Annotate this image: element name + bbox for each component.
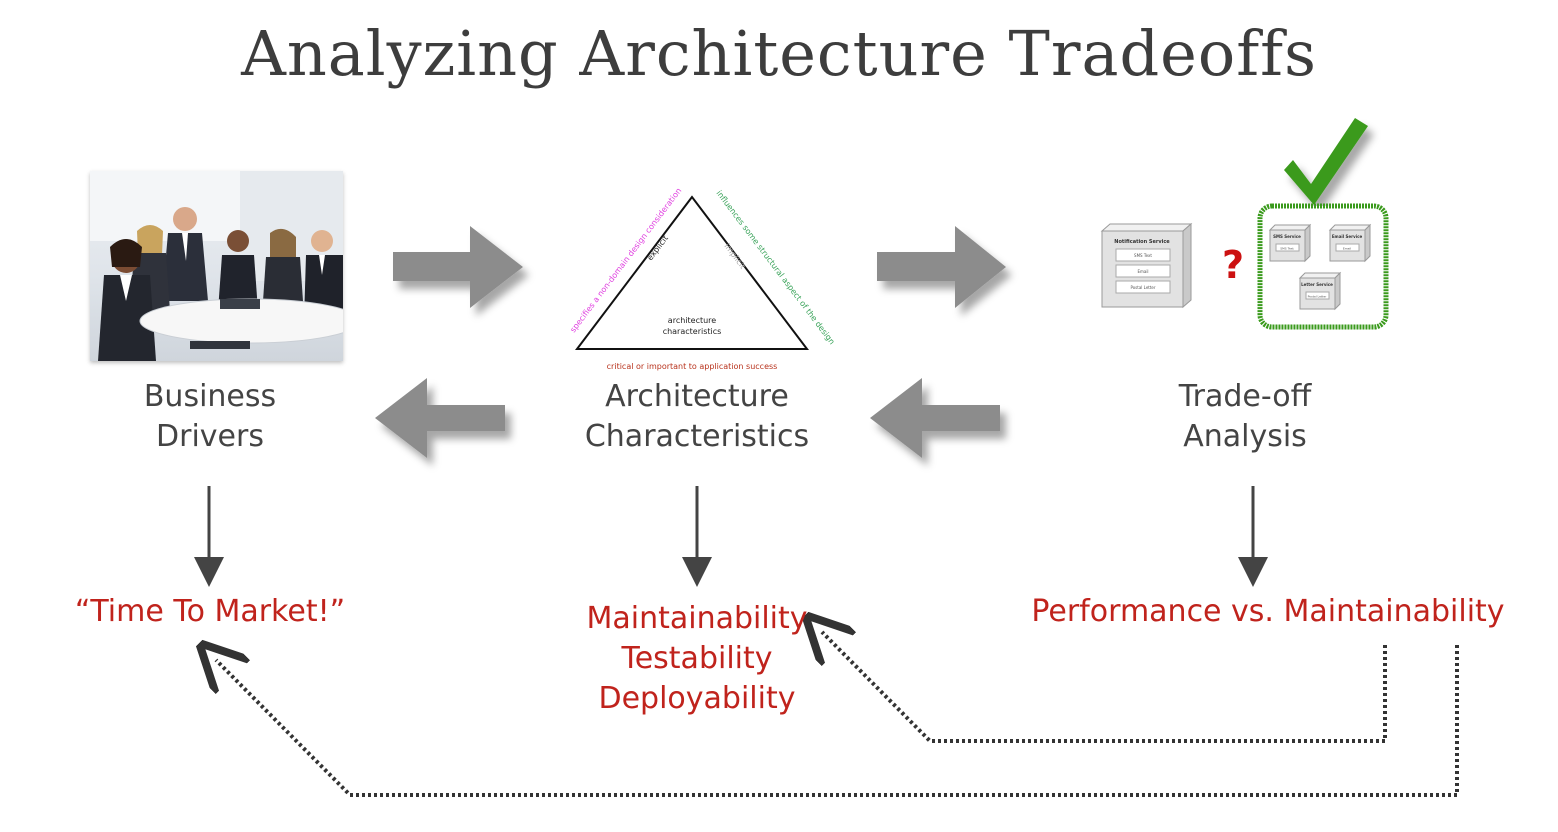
architecture-characteristics-line1: Architecture [605,379,789,414]
right-arrow-icon [877,226,1006,308]
email-service-item: Email [1343,247,1351,251]
triangle-bottom-label: critical or important to application suc… [607,362,778,371]
tradeoff-analysis-line1: Trade-off [1178,379,1312,414]
tradeoff-analysis-line2: Analysis [1183,419,1307,454]
letter-service-title: Letter Service [1301,282,1333,287]
team-photo [90,171,343,361]
outcome-testability: Testability [621,641,773,676]
email-service-title: Email Service [1332,234,1363,239]
architecture-outcomes: Maintainability Testability Deployabilit… [547,599,847,719]
slide-title: Analyzing Architecture Tradeoffs [241,17,1317,90]
architecture-characteristics-line2: Characteristics [584,419,810,454]
notification-item: SMS Text [1134,253,1152,258]
email-service-box [1328,223,1372,263]
tradeoff-outcome: Performance vs. Maintainability [1031,594,1505,629]
left-arrow-icon [870,378,1000,458]
outcome-maintainability: Maintainability [586,601,808,636]
sms-service-item: SMS Text [1280,247,1294,251]
business-drivers-line1: Business [143,379,277,414]
dotted-feedback-arrow [822,632,1387,743]
triangle-center-line2: characteristics [663,327,722,336]
notification-item: Email [1137,269,1148,274]
notification-service-box [1100,222,1193,309]
letter-service-item: Postal Letter [1308,295,1328,299]
outcome-deployability: Deployability [598,681,796,716]
question-mark-icon: ? [1222,243,1244,287]
sms-service-box [1268,223,1312,263]
business-drivers-line2: Drivers [156,419,264,454]
right-arrow-icon [393,226,523,308]
check-mark-icon [1284,118,1368,205]
architecture-characteristics-label: Architecture Characteristics [547,377,847,457]
letter-service-box [1298,271,1342,311]
time-to-market-outcome: “Time To Market!” [74,594,346,629]
characteristics-triangle [574,195,810,350]
left-arrow-icon [375,378,505,458]
sms-service-title: SMS Service [1273,234,1301,239]
notification-item: Postal Letter [1130,285,1155,290]
business-drivers-label: Business Drivers [60,377,360,457]
notification-service-title: Notification Service [1114,239,1170,245]
dotted-feedback-arrow [216,645,1459,797]
tradeoff-analysis-label: Trade-off Analysis [1095,377,1395,457]
triangle-center-line1: architecture [668,316,716,325]
team-photo-illustration [90,171,343,361]
